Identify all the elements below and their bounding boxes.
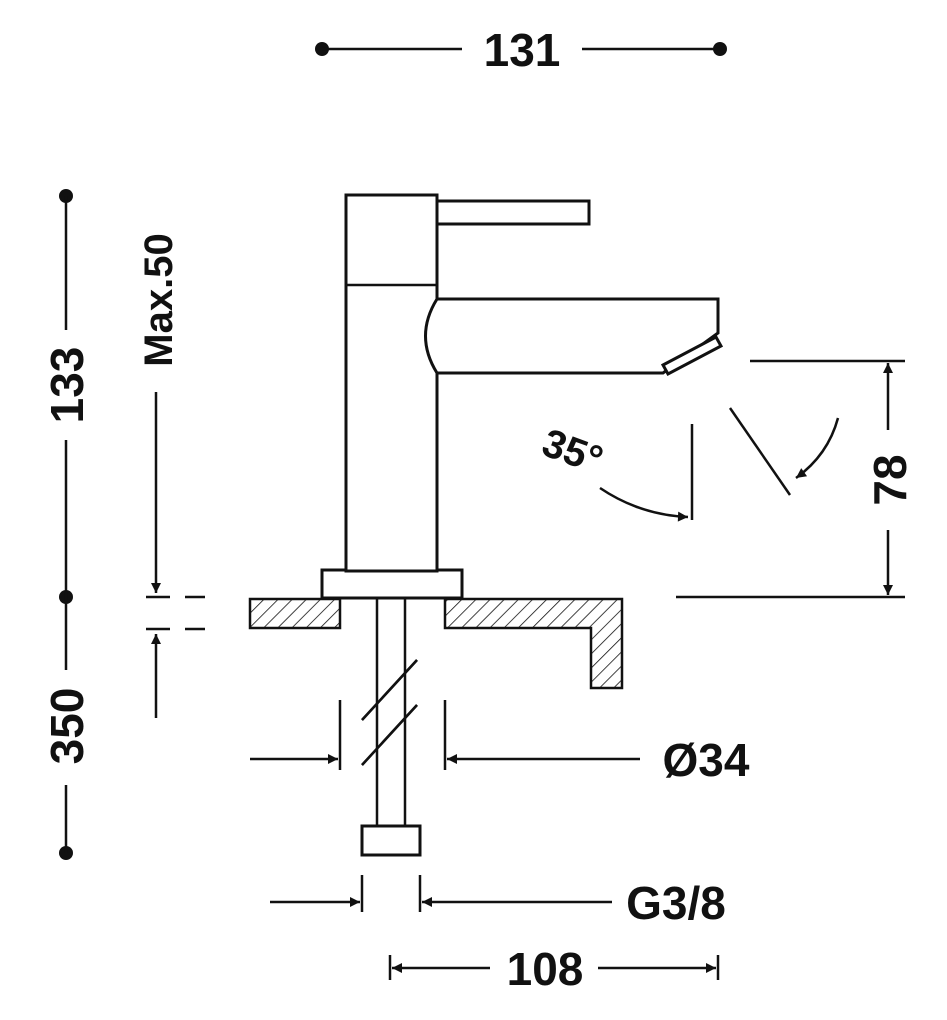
total-height-label: 133 [41, 347, 93, 424]
spout-height-dimension: 78 [676, 359, 916, 599]
countertop-section [248, 597, 624, 690]
below-deck-length-label: 350 [41, 688, 93, 765]
diameter-dimension: Ø34 [250, 700, 750, 786]
faucet-body [320, 193, 724, 600]
shank [360, 598, 422, 857]
diameter-label: Ø34 [663, 734, 750, 786]
spout-height-label: 78 [864, 454, 916, 505]
swivel-angle-label: 35° [536, 421, 608, 483]
width-label: 131 [484, 24, 561, 76]
width-dimension: 131 [315, 24, 727, 76]
handle-lever [435, 199, 591, 226]
thread-dimension: G3/8 [270, 875, 726, 929]
aerator [660, 334, 724, 377]
deck-thickness-label: Max.50 [137, 233, 181, 366]
connection-nut [360, 824, 422, 857]
deck-thickness-dimension: Max.50 [137, 233, 205, 718]
thread-label: G3/8 [626, 877, 726, 929]
reach-dimension: 108 [388, 943, 720, 995]
height-dimension: 133 350 [41, 189, 93, 860]
swivel-angle-indicator: 35° [536, 407, 840, 522]
reach-label: 108 [507, 943, 584, 995]
